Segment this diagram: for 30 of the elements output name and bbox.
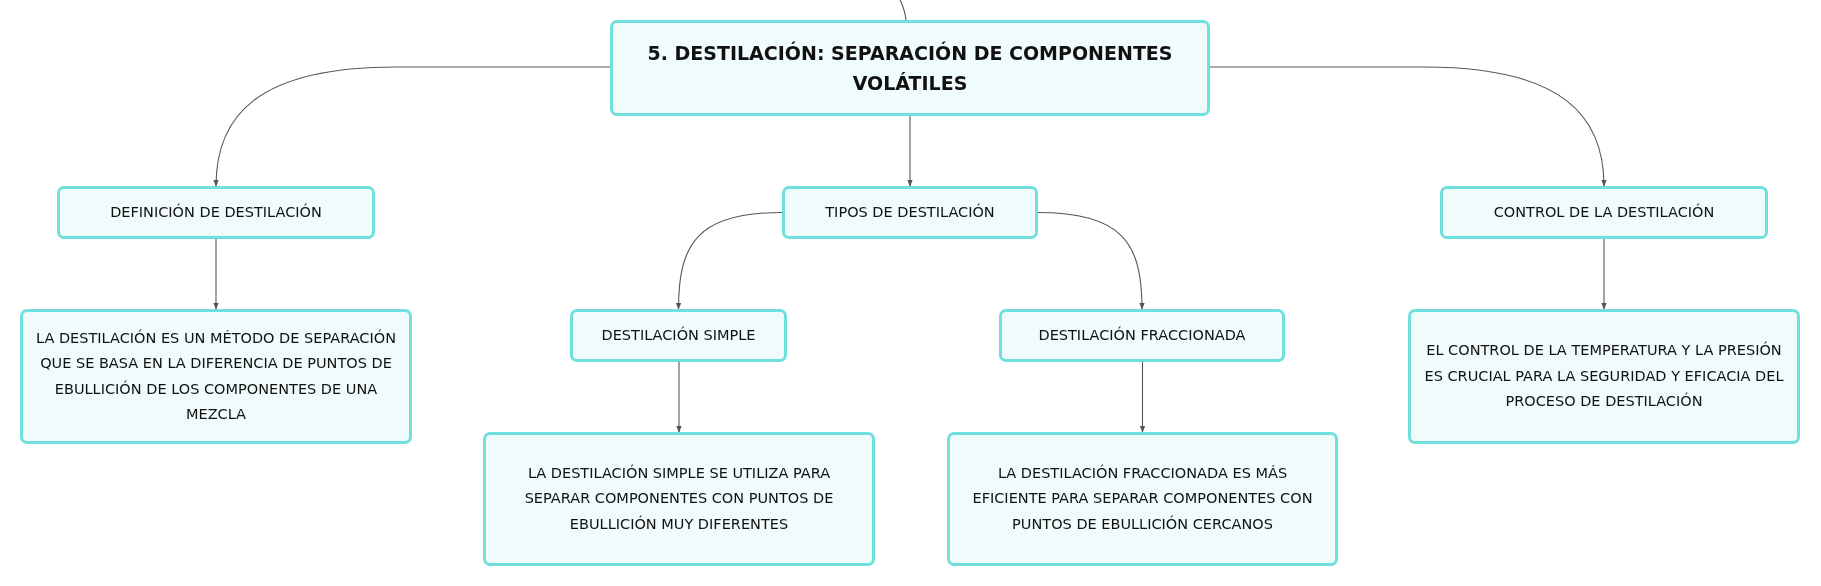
connector xyxy=(676,361,682,433)
connector xyxy=(907,115,913,187)
concept-box xyxy=(999,309,1285,362)
node-text: 5. DESTILACIÓN: SEPARACIÓN DE COMPONENTES VOLÁTILES xyxy=(646,40,1174,96)
node-text: DESTILACIÓN SIMPLE xyxy=(601,325,756,345)
connector xyxy=(213,66,611,187)
connector xyxy=(1209,66,1607,187)
connector xyxy=(1037,211,1145,310)
connector xyxy=(676,211,783,310)
concept-box xyxy=(483,432,875,566)
concept-box xyxy=(1408,309,1800,444)
node-text: DESTILACIÓN FRACCIONADA xyxy=(1038,325,1246,345)
node-text: TIPOS DE DESTILACIÓN xyxy=(825,202,995,222)
connector xyxy=(1601,238,1607,310)
node-text: LA DESTILACIÓN ES UN MÉTODO DE SEPARACIÓN QUE SE BASA EN LA DIFERENCIA DE PUNTOS DE EBULLICIÓN DE LOS COMPONENTES DE UNA MEZCLA xyxy=(35,328,397,424)
node-text: LA DESTILACIÓN FRACCIONADA ES MÁS EFICIENTE PARA SEPARAR COMPONENTES CON PUNTOS DE EBULLICIÓN CERCANOS xyxy=(971,463,1314,534)
node-text: EL CONTROL DE LA TEMPERATURA Y LA PRESIÓN ES CRUCIAL PARA LA SEGURIDAD Y EFICACIA DEL PROCESO DE DESTILACIÓN xyxy=(1423,340,1785,412)
concept-box xyxy=(947,432,1338,566)
node-text: DEFINICIÓN DE DESTILACIÓN xyxy=(110,202,322,222)
concept-box xyxy=(20,309,412,444)
node-text: LA DESTILACIÓN SIMPLE SE UTILIZA PARA SEPARAR COMPONENTES CON PUNTOS DE EBULLICIÓN MUY DIFERENTES xyxy=(523,463,835,534)
concept-box xyxy=(570,309,787,362)
connector xyxy=(213,238,219,310)
concept-box xyxy=(1440,186,1768,239)
connector xyxy=(899,0,907,21)
connector xyxy=(1139,361,1146,433)
concept-box xyxy=(782,186,1038,239)
concept-box xyxy=(57,186,375,239)
node-text: CONTROL DE LA DESTILACIÓN xyxy=(1493,202,1715,222)
topic-box xyxy=(610,20,1210,116)
